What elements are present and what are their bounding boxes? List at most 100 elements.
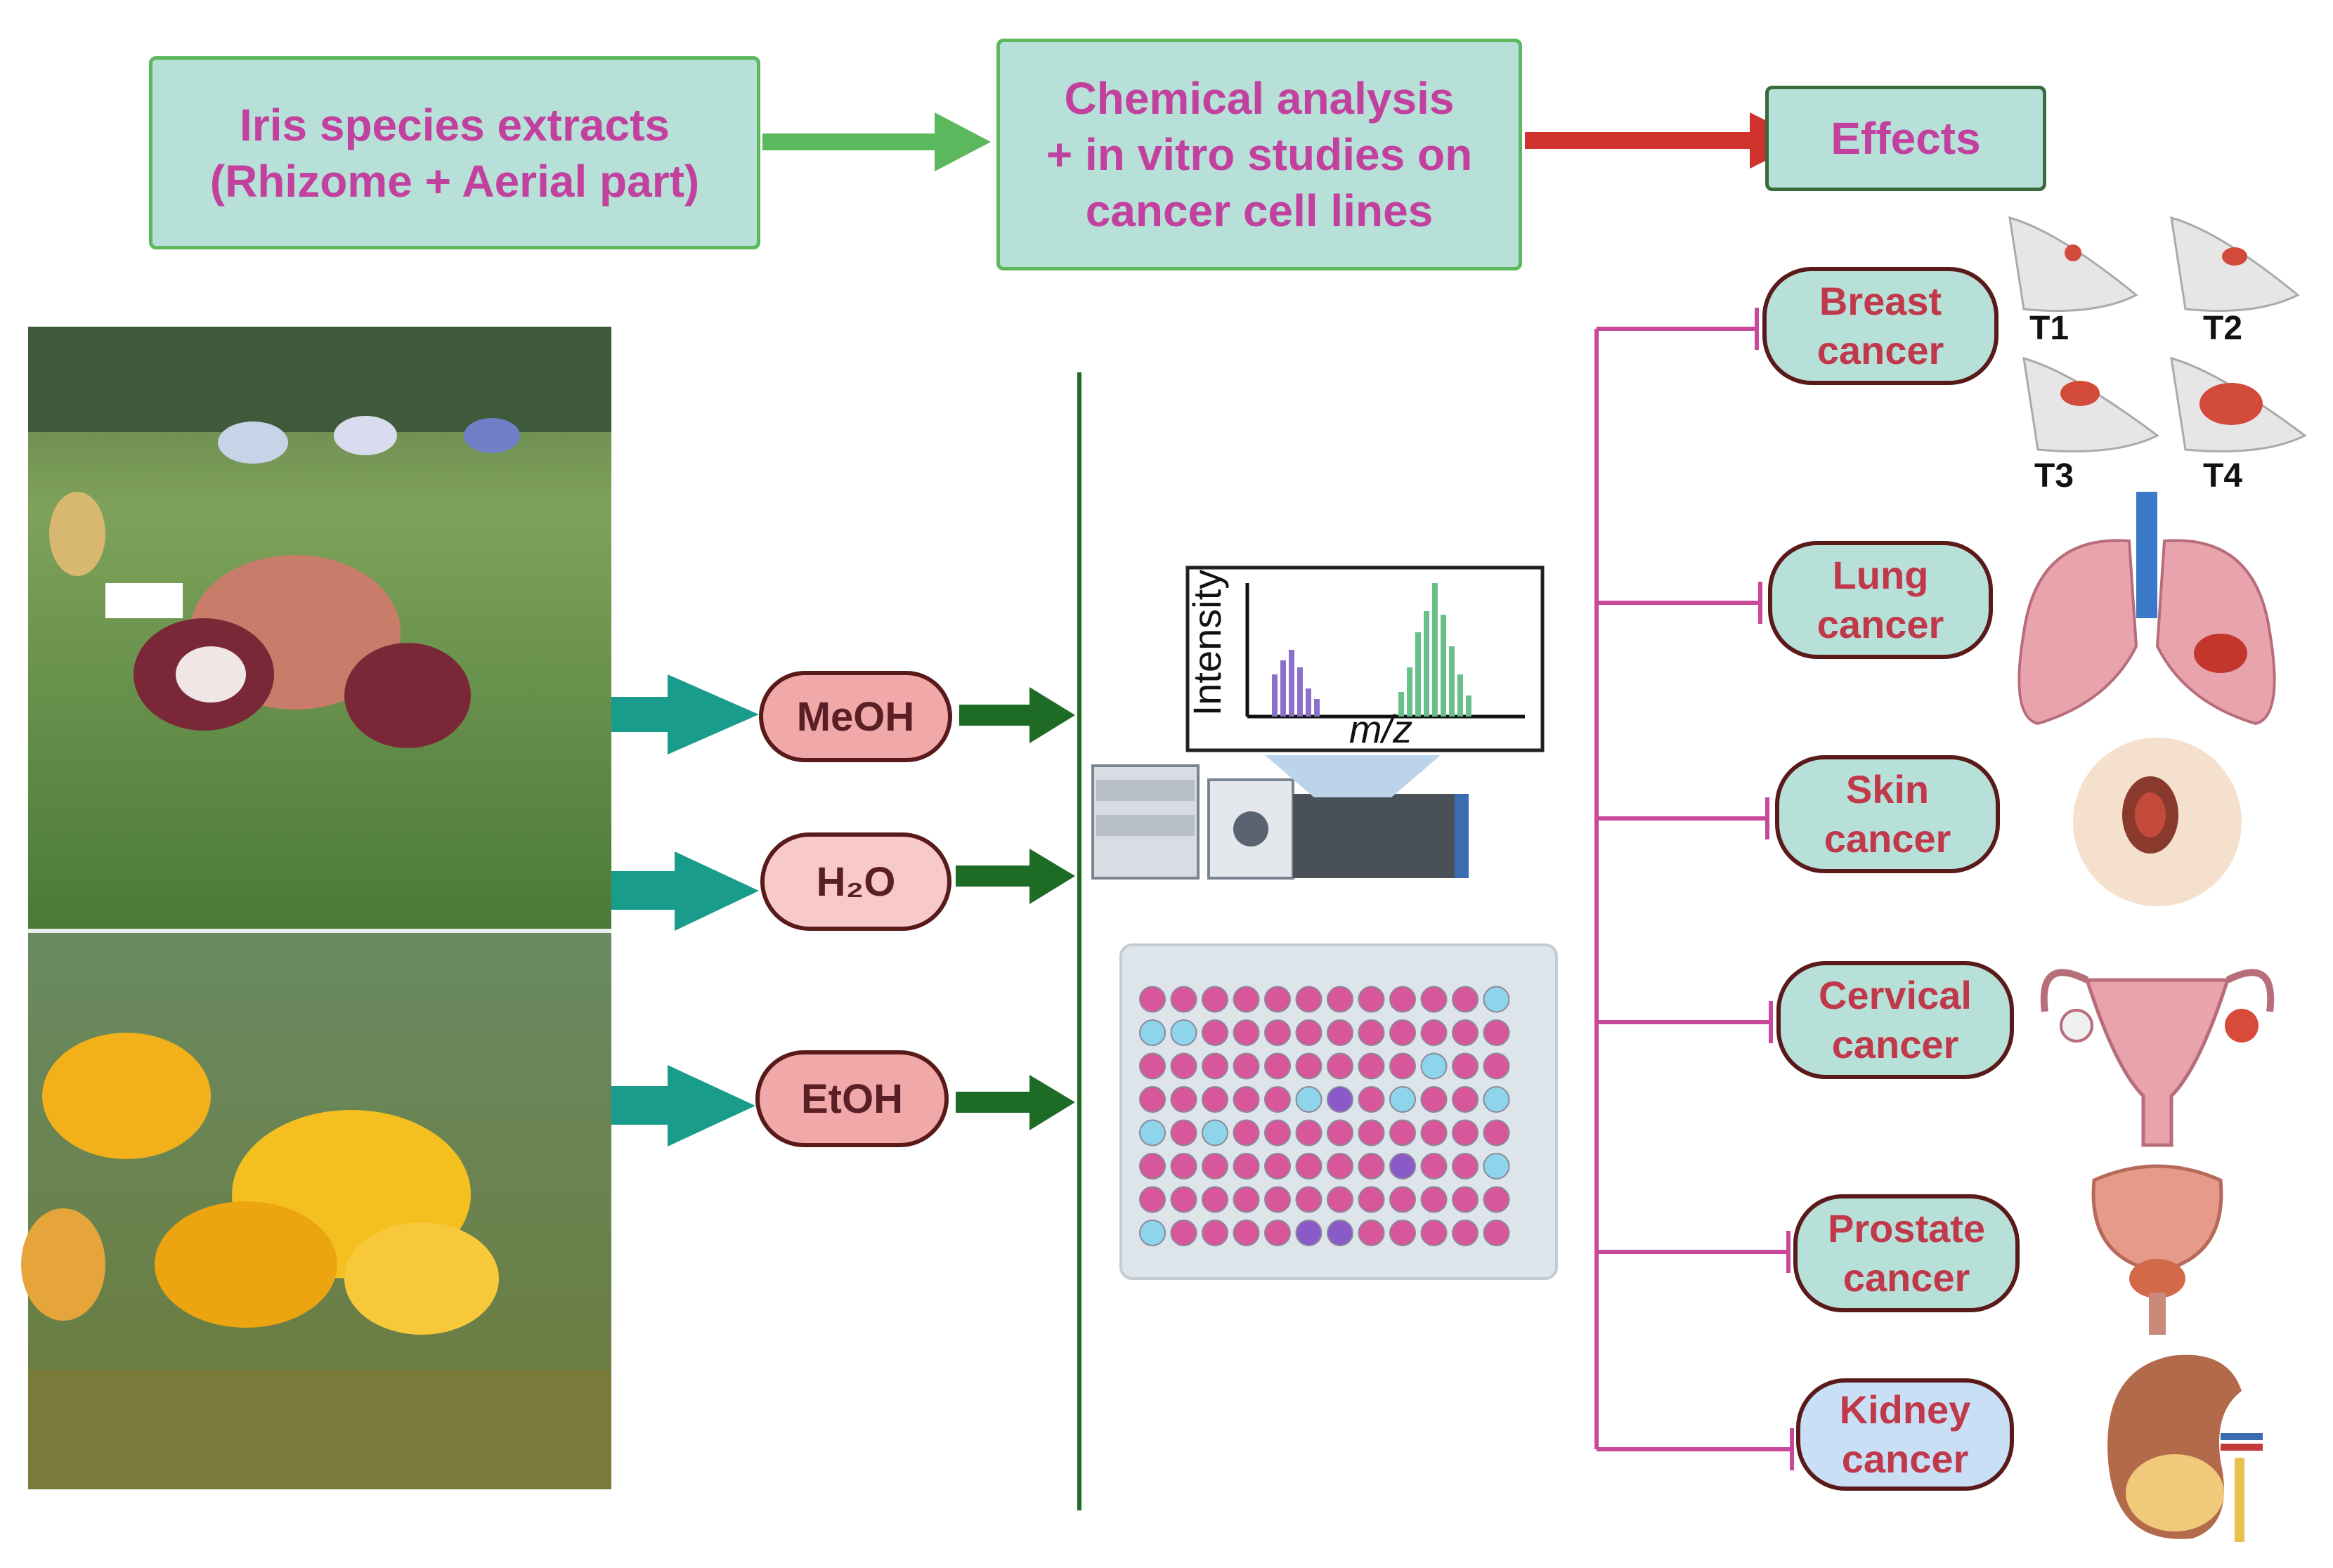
well: [1327, 1153, 1353, 1180]
inhibition-tree: [1594, 308, 1794, 1470]
cancer-kidney-line1: Kidney: [1839, 1387, 1971, 1432]
extracts-box: Iris species extracts (Rhizome + Aerial …: [149, 56, 760, 249]
well: [1202, 1119, 1228, 1146]
well: [1389, 1086, 1416, 1113]
well: [1452, 1019, 1479, 1046]
breast-stage-icons: [2008, 216, 2307, 452]
cancer-prostate-line1: Prostate: [1827, 1206, 1986, 1250]
well: [1420, 1220, 1448, 1246]
well: [1483, 1186, 1510, 1213]
well: [1483, 986, 1510, 1013]
well: [1358, 986, 1385, 1013]
spectrum-ylabel: Intensity: [1185, 569, 1229, 717]
effects-box: Effects: [1765, 86, 2046, 191]
well: [1389, 1052, 1416, 1080]
green-arrow-etoh: [956, 1075, 1075, 1130]
well: [1483, 1086, 1510, 1113]
well: [1389, 1153, 1416, 1180]
well: [1264, 1186, 1291, 1213]
well: [1358, 1220, 1385, 1246]
well: [1202, 1186, 1228, 1213]
well: [1420, 1019, 1448, 1046]
arrow-extracts-to-analysis: [762, 112, 991, 171]
well: [1295, 1153, 1323, 1180]
analysis-line1: Chemical analysis: [1064, 73, 1455, 124]
solvent-h2o-label: H₂O: [816, 858, 896, 905]
teal-arrow-meoh: [611, 674, 759, 754]
analysis-line3: cancer cell lines: [1085, 185, 1434, 236]
cancer-cervical: Cervical cancer: [1776, 961, 2014, 1079]
well: [1202, 1052, 1228, 1080]
well: [1358, 1019, 1385, 1046]
well: [1389, 986, 1416, 1013]
well: [1389, 1186, 1416, 1213]
cancer-prostate-line2: cancer: [1843, 1255, 1970, 1300]
well: [1389, 1119, 1416, 1146]
well: [1358, 1119, 1385, 1146]
analysis-box: Chemical analysis + in vitro studies on …: [996, 39, 1522, 270]
well: [1202, 1153, 1228, 1180]
well: [1139, 1119, 1166, 1146]
well: [1295, 1220, 1323, 1246]
arrow-analysis-to-effects: [1525, 112, 1806, 169]
well: [1420, 1086, 1448, 1113]
well: [1452, 1119, 1479, 1146]
solvent-meoh-label: MeOH: [796, 693, 915, 740]
well: [1358, 1086, 1385, 1113]
teal-arrow-h2o: [611, 851, 759, 931]
well: [1139, 986, 1166, 1013]
well: [1139, 1052, 1166, 1080]
well: [1420, 1052, 1448, 1080]
well: [1420, 1153, 1448, 1180]
well: [1264, 1220, 1291, 1246]
well: [1264, 1119, 1291, 1146]
well: [1233, 1220, 1260, 1246]
well: [1452, 1153, 1479, 1180]
well: [1452, 1052, 1479, 1080]
well: [1139, 1220, 1166, 1246]
well: [1202, 1220, 1228, 1246]
well: [1170, 1019, 1197, 1046]
solvent-etoh: EtOH: [755, 1050, 949, 1147]
cancer-prostate: Prostate cancer: [1793, 1194, 2020, 1312]
extracts-line2: (Rhizome + Aerial part): [209, 155, 700, 207]
well: [1295, 1186, 1323, 1213]
cancer-cervical-line1: Cervical: [1819, 973, 1972, 1017]
well: [1264, 1153, 1291, 1180]
well: [1327, 1119, 1353, 1146]
well: [1170, 1153, 1197, 1180]
well: [1389, 1019, 1416, 1046]
well: [1483, 1052, 1510, 1080]
well: [1420, 1119, 1448, 1146]
stage-t3: T3: [2034, 457, 2074, 495]
well: [1139, 1019, 1166, 1046]
well: [1233, 1186, 1260, 1213]
cancer-breast-line2: cancer: [1817, 328, 1944, 372]
analysis-line2: + in vitro studies on: [1046, 129, 1473, 180]
well: [1452, 986, 1479, 1013]
teal-arrow-etoh: [611, 1065, 755, 1146]
well: [1233, 1052, 1260, 1080]
well: [1452, 1220, 1479, 1246]
cancer-lung-line2: cancer: [1817, 602, 1944, 646]
cancer-skin-line2: cancer: [1824, 816, 1951, 861]
uterus-icon: [2040, 969, 2275, 1147]
well: [1327, 1086, 1353, 1113]
lungs-icon: [2017, 492, 2276, 726]
well: [1295, 1019, 1323, 1046]
well: [1295, 1052, 1323, 1080]
well: [1327, 1019, 1353, 1046]
cancer-breast: Breast cancer: [1762, 267, 1999, 385]
iris-photo-bottom: [21, 929, 611, 1489]
well: [1202, 1086, 1228, 1113]
cancer-kidney: Kidney cancer: [1796, 1378, 2014, 1491]
spectrum-chart: [1185, 566, 1545, 752]
well: [1358, 1052, 1385, 1080]
well: [1139, 1186, 1166, 1213]
well: [1233, 986, 1260, 1013]
cancer-kidney-line2: cancer: [1841, 1437, 1969, 1481]
skin-icon: [2073, 738, 2242, 906]
cancer-skin-line1: Skin: [1845, 767, 1930, 811]
well: [1483, 1220, 1510, 1246]
